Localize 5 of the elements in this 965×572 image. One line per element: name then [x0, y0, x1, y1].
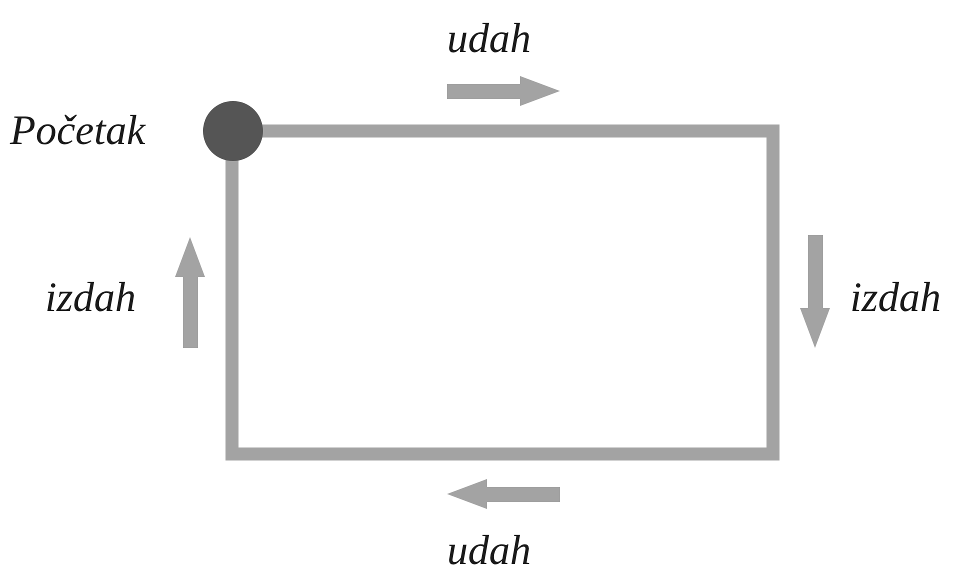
phase-label: udah: [447, 530, 531, 572]
start-label: Početak: [10, 110, 146, 152]
phase-label: izdah: [45, 277, 136, 319]
phase-label: izdah: [850, 277, 942, 319]
phase-label: udah: [447, 18, 531, 60]
